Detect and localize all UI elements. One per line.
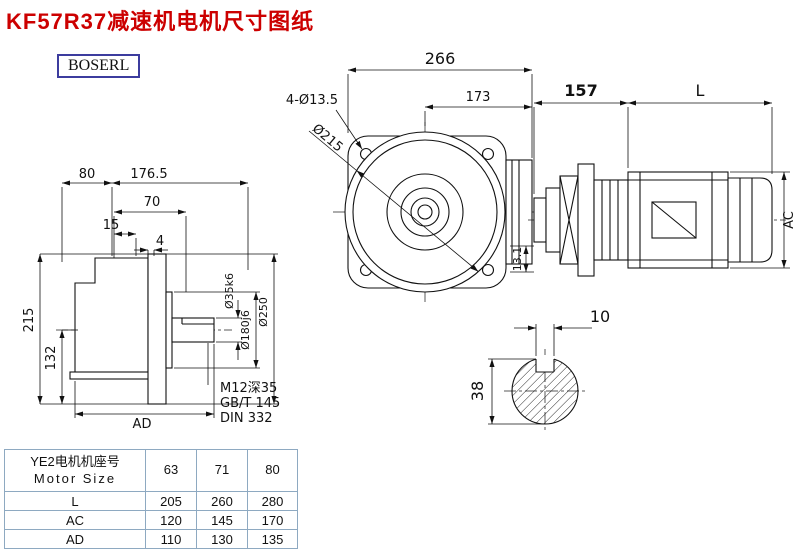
dim-157: 157 (564, 81, 597, 100)
motor-size-table: YE2电机机座号 Motor Size 63 71 80 L 205 260 2… (4, 449, 298, 549)
dim-80: 80 (79, 167, 96, 182)
dim-4: 4 (156, 234, 164, 249)
dim-173: 173 (466, 90, 491, 105)
cell: 260 (196, 491, 248, 511)
dim-132: 132 (44, 346, 59, 371)
dim-shaft-dia: 38 (468, 381, 487, 401)
dim-ac: AC (782, 211, 797, 229)
table-size-63: 63 (145, 449, 197, 492)
cell: 135 (247, 529, 298, 549)
cell: 205 (145, 491, 197, 511)
cell: 145 (196, 510, 248, 530)
dim-15: 15 (103, 218, 120, 233)
dim-176-5: 176.5 (130, 167, 167, 182)
dim-l: L (696, 81, 705, 100)
flange-diameter-label: Ø215 (309, 121, 345, 155)
row-label: AD (4, 529, 146, 549)
holes-callout: 4-Ø13.5 (286, 93, 338, 108)
dim-13-1: 13.1 (511, 247, 524, 272)
cell: 120 (145, 510, 197, 530)
table-header-label: YE2电机机座号 Motor Size (4, 449, 146, 492)
side-view: 80 176.5 70 15 4 215 132 (22, 167, 280, 432)
cell: 130 (196, 529, 248, 549)
brand-logo: BOSERL (57, 54, 141, 78)
front-view: Ø215 266 173 4-Ø13.5 13.1 (286, 49, 545, 305)
page-title: KF57R37减速机电机尺寸图纸 (6, 9, 315, 34)
table-header-en: Motor Size (33, 470, 117, 486)
dim-215: 215 (22, 308, 37, 333)
note-gbt: GB/T 145 (220, 396, 280, 411)
table-header-cn: YE2电机机座号 (30, 454, 120, 470)
note-m12: M12深35 (220, 381, 277, 396)
cell: 170 (247, 510, 298, 530)
table-size-80: 80 (247, 449, 298, 492)
table-row: AD 110 130 135 (4, 529, 298, 549)
table-row: AC 120 145 170 (4, 510, 298, 530)
row-label: AC (4, 510, 146, 530)
pilot-diameter-label: Ø180j6 (239, 310, 252, 350)
dim-key-width: 10 (590, 307, 610, 326)
cell: 280 (247, 491, 298, 511)
table-size-71: 71 (196, 449, 248, 492)
table-row: L 205 260 280 (4, 491, 298, 511)
dim-70: 70 (144, 195, 161, 210)
dim-266: 266 (425, 49, 456, 68)
row-label: L (4, 491, 146, 511)
flange-od-label: Ø250 (257, 297, 270, 327)
table-header-row: YE2电机机座号 Motor Size 63 71 80 (4, 449, 298, 492)
note-din: DIN 332 (220, 411, 273, 426)
motor-view: 157 L AC (528, 81, 797, 277)
dim-ad: AD (133, 417, 152, 432)
shaft-diameter-label: Ø35k6 (223, 273, 236, 309)
cell: 110 (145, 529, 197, 549)
shaft-section: 10 38 (468, 307, 610, 433)
